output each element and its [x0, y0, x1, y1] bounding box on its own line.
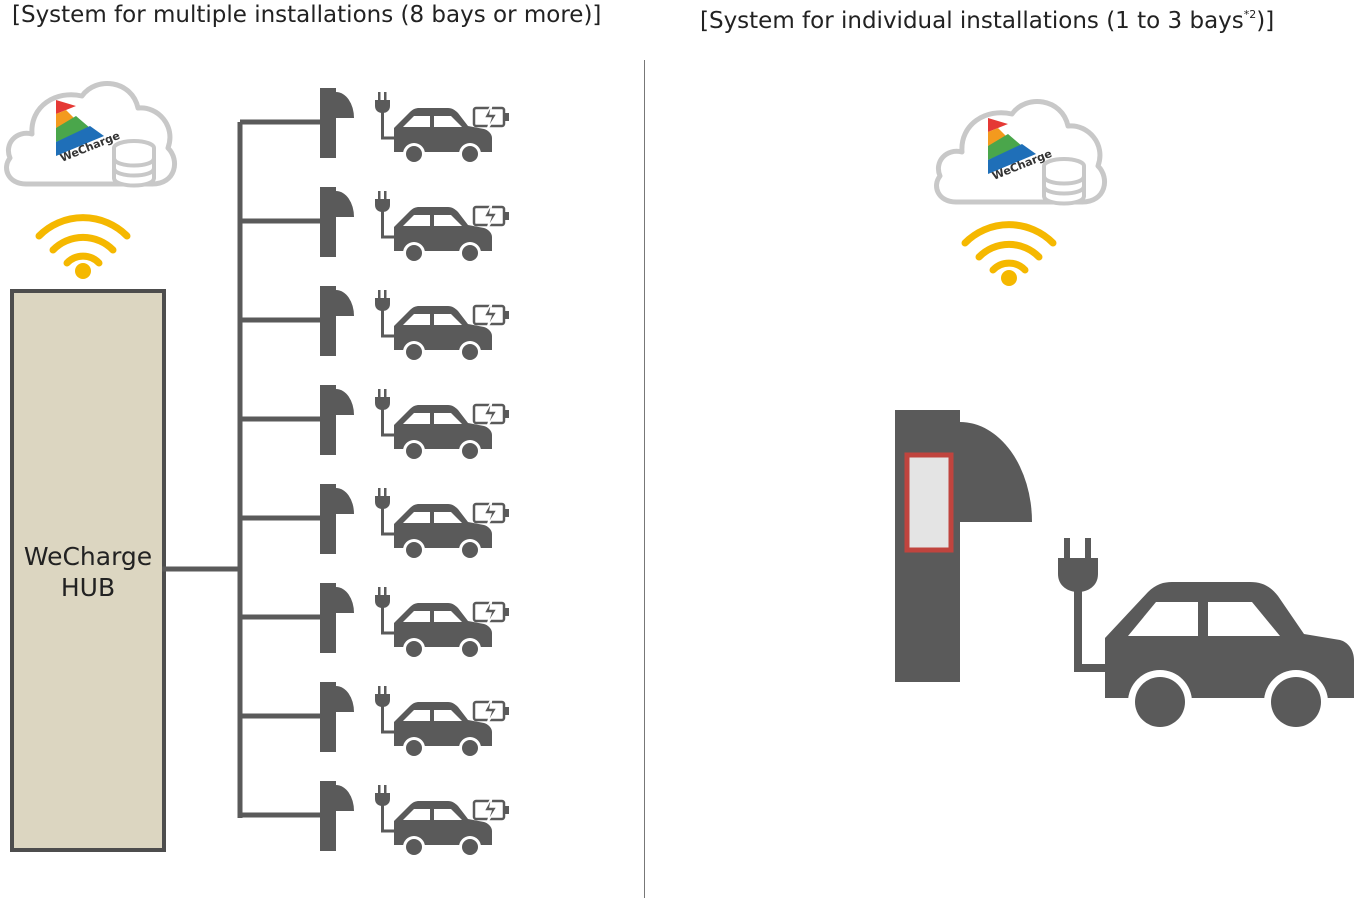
car-icon [394, 603, 492, 660]
car-icon [394, 801, 492, 858]
plug-icon [375, 785, 394, 833]
footnote-marker: *2 [1243, 8, 1257, 21]
hub-label-line1: WeCharge [23, 542, 153, 571]
database-icon [112, 139, 156, 188]
battery-charging-icon [472, 103, 509, 131]
plug-icon [375, 389, 394, 437]
charger-row [320, 583, 509, 660]
charger-icon [320, 484, 354, 554]
wifi-icon [35, 214, 131, 279]
charger-row [320, 286, 509, 363]
charger-row [320, 187, 509, 264]
hub-label: WeCharge HUB [14, 541, 162, 603]
battery-charging-icon [472, 301, 509, 329]
car-icon [1105, 582, 1354, 734]
car-icon [394, 405, 492, 462]
battery-charging-icon [472, 400, 509, 428]
charger-screen [904, 452, 954, 553]
battery-charging-icon [472, 598, 509, 626]
heading-multiple-installations: [System for multiple installations (8 ba… [12, 2, 602, 28]
plug-icon [375, 191, 394, 239]
charger-row [320, 682, 509, 759]
wecharge-hub: WeCharge HUB [10, 289, 166, 852]
plug-icon [375, 587, 394, 635]
charger-row [320, 781, 509, 858]
battery-charging-icon [472, 499, 509, 527]
battery-charging-icon [472, 697, 509, 725]
charger-icon [320, 187, 354, 257]
car-icon [394, 108, 492, 165]
section-divider [644, 60, 645, 898]
cloud-icon: WeCharge [4, 81, 178, 188]
wifi-icon [961, 221, 1057, 286]
car-icon [394, 207, 492, 264]
heading-individual-text: [System for individual installations (1 … [700, 8, 1244, 34]
car-icon [394, 702, 492, 759]
charger-row [320, 385, 509, 462]
plug-icon [375, 92, 394, 140]
heading-individual-suffix: )] [1256, 8, 1275, 34]
plug-icon [375, 488, 394, 536]
hub-label-line2: HUB [60, 573, 116, 602]
charger-icon [320, 88, 354, 158]
plug-icon [375, 686, 394, 734]
plug-icon [1058, 538, 1110, 672]
charger-icon [320, 781, 354, 851]
car-icon [394, 504, 492, 561]
plug-icon [375, 290, 394, 338]
individual-charger-unit [895, 410, 1354, 734]
database-icon [1042, 157, 1086, 206]
charger-icon [895, 410, 1032, 682]
charger-icon [320, 682, 354, 752]
charger-icon [320, 286, 354, 356]
charger-row [320, 484, 509, 561]
charger-row [320, 88, 509, 165]
heading-individual-installations: [System for individual installations (1 … [700, 0, 1275, 34]
battery-charging-icon [472, 796, 509, 824]
battery-charging-icon [472, 202, 509, 230]
charger-icon [320, 385, 354, 455]
cloud-icon: WeCharge [934, 99, 1108, 206]
car-icon [394, 306, 492, 363]
charger-icon [320, 583, 354, 653]
